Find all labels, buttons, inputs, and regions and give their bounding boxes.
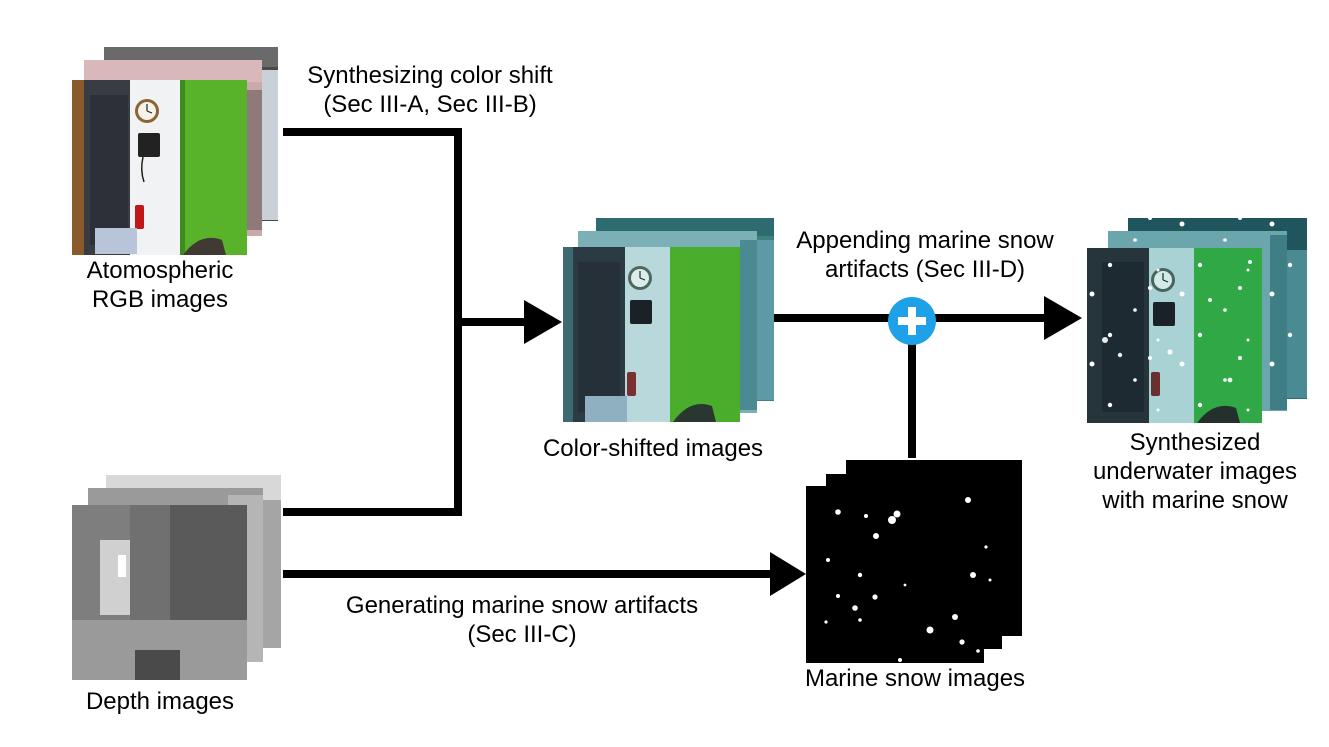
colorshifted-image-stack xyxy=(563,218,774,422)
synthesized-image-stack xyxy=(1087,218,1307,423)
synth-label-line3: with marine snow xyxy=(1102,487,1288,514)
generate-label-line1: Generating marine snow artifacts xyxy=(345,592,699,619)
depth-label-text: Depth images xyxy=(85,688,235,715)
snow-image-front xyxy=(806,486,992,663)
plus-circle-icon xyxy=(888,297,936,345)
arrowhead-to-colorshift xyxy=(524,300,562,344)
snow-image-stack xyxy=(806,460,1022,663)
depth-image-stack xyxy=(72,475,281,680)
rgb-image-stack xyxy=(72,47,278,255)
append-label-line2: artifacts (Sec III-D) xyxy=(824,256,1026,283)
rgb-images-label: Atomospheric RGB images xyxy=(40,256,280,314)
rgb-connector-line xyxy=(283,128,462,516)
append-label-line1: Appending marine snow xyxy=(796,227,1054,254)
synthesized-image-front xyxy=(1087,248,1262,423)
arrowhead-to-synthesized xyxy=(1044,296,1082,340)
generate-label-line2: (Sec III-C) xyxy=(467,621,577,648)
depth-images-label: Depth images xyxy=(40,687,280,716)
generate-step-label: Generating marine snow artifacts (Sec II… xyxy=(302,591,742,649)
colorshifted-image-front xyxy=(563,247,740,422)
rgb-image-front xyxy=(72,80,247,255)
depth-image-front xyxy=(72,505,247,680)
colorshift-step-label: Synthesizing color shift (Sec III-A, Sec… xyxy=(270,61,590,119)
synthesized-images-label: Synthesized underwater images with marin… xyxy=(1065,428,1325,515)
synth-label-line2: underwater images xyxy=(1092,458,1298,485)
synth-label-line1: Synthesized xyxy=(1129,429,1261,456)
rgb-label-line1: Atomospheric xyxy=(86,257,234,284)
snow-images-label: Marine snow images xyxy=(765,664,1065,693)
snow-label-text: Marine snow images xyxy=(804,665,1026,692)
append-step-label: Appending marine snow artifacts (Sec III… xyxy=(760,226,1090,284)
colorshifted-label-text: Color-shifted images xyxy=(542,435,764,462)
colorshift-label-line1: Synthesizing color shift xyxy=(307,62,553,89)
colorshifted-images-label: Color-shifted images xyxy=(503,434,803,463)
colorshift-label-line2: (Sec III-A, Sec III-B) xyxy=(323,91,537,118)
arrowhead-to-snow xyxy=(770,552,806,596)
rgb-label-line2: RGB images xyxy=(91,286,229,313)
